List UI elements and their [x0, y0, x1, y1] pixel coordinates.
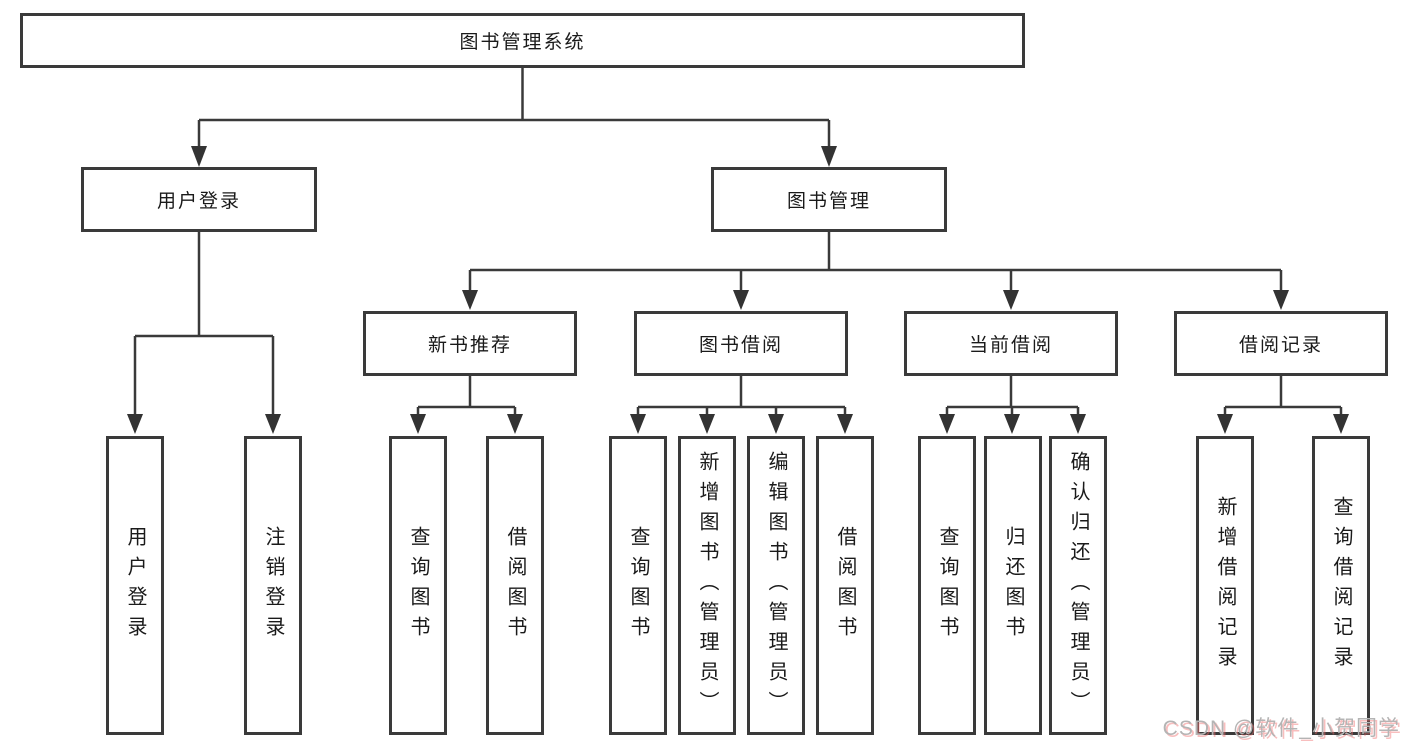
leaf-add-borrow-record: 新增借阅记录 [1196, 436, 1254, 735]
leaf-add-books-admin: 新增图书（管理员） [678, 436, 736, 735]
leaf-query-borrow-record: 查询借阅记录 [1312, 436, 1370, 735]
node-root-system: 图书管理系统 [20, 13, 1025, 68]
leaf-borrow-books-recommend: 借阅图书 [486, 436, 544, 735]
arrowheads-user-login-branch [127, 414, 281, 434]
leaf-label: 注销登录 [262, 525, 284, 646]
leaf-label: 查询图书 [407, 525, 429, 646]
leaf-user-login: 用户登录 [106, 436, 164, 735]
leaf-edit-books-admin: 编辑图书（管理员） [747, 436, 805, 735]
node-borrow-records: 借阅记录 [1174, 311, 1388, 376]
leaf-label: 查询借阅记录 [1330, 495, 1352, 676]
leaf-borrow-books: 借阅图书 [816, 436, 874, 735]
csdn-watermark: CSDN @软件_小贺同学 [1162, 717, 1400, 740]
arrowheads-leaves [410, 414, 1349, 434]
leaf-return-books: 归还图书 [984, 436, 1042, 735]
node-new-book-recommend: 新书推荐 [363, 311, 577, 376]
node-book-management: 图书管理 [711, 167, 947, 232]
leaf-label: 查询图书 [936, 525, 958, 646]
leaf-label: 归还图书 [1002, 525, 1024, 646]
leaf-query-books-recommend: 查询图书 [389, 436, 447, 735]
leaf-label: 用户登录 [124, 525, 146, 646]
node-user-login: 用户登录 [81, 167, 317, 232]
leaf-confirm-return-admin: 确认归还（管理员） [1049, 436, 1107, 735]
arrowheads-level3 [462, 290, 1289, 310]
leaf-label: 借阅图书 [504, 525, 526, 646]
leaf-label: 查询图书 [627, 525, 649, 646]
connector-leaf-groups [416, 376, 1343, 417]
leaf-label: 编辑图书（管理员） [765, 450, 787, 721]
connector-book-management-branch [468, 232, 1283, 293]
leaf-label: 确认归还（管理员） [1067, 450, 1089, 721]
leaf-label: 新增借阅记录 [1214, 495, 1236, 676]
node-current-borrow: 当前借阅 [904, 311, 1118, 376]
connector-user-login-branch [133, 232, 275, 417]
arrowheads-level2 [191, 146, 837, 167]
connector-root-to-level2 [197, 68, 831, 150]
leaf-query-books-borrow: 查询图书 [609, 436, 667, 735]
leaf-label: 新增图书（管理员） [696, 450, 718, 721]
leaf-logout: 注销登录 [244, 436, 302, 735]
leaf-query-books-current: 查询图书 [918, 436, 976, 735]
node-book-borrow: 图书借阅 [634, 311, 848, 376]
leaf-label: 借阅图书 [834, 525, 856, 646]
